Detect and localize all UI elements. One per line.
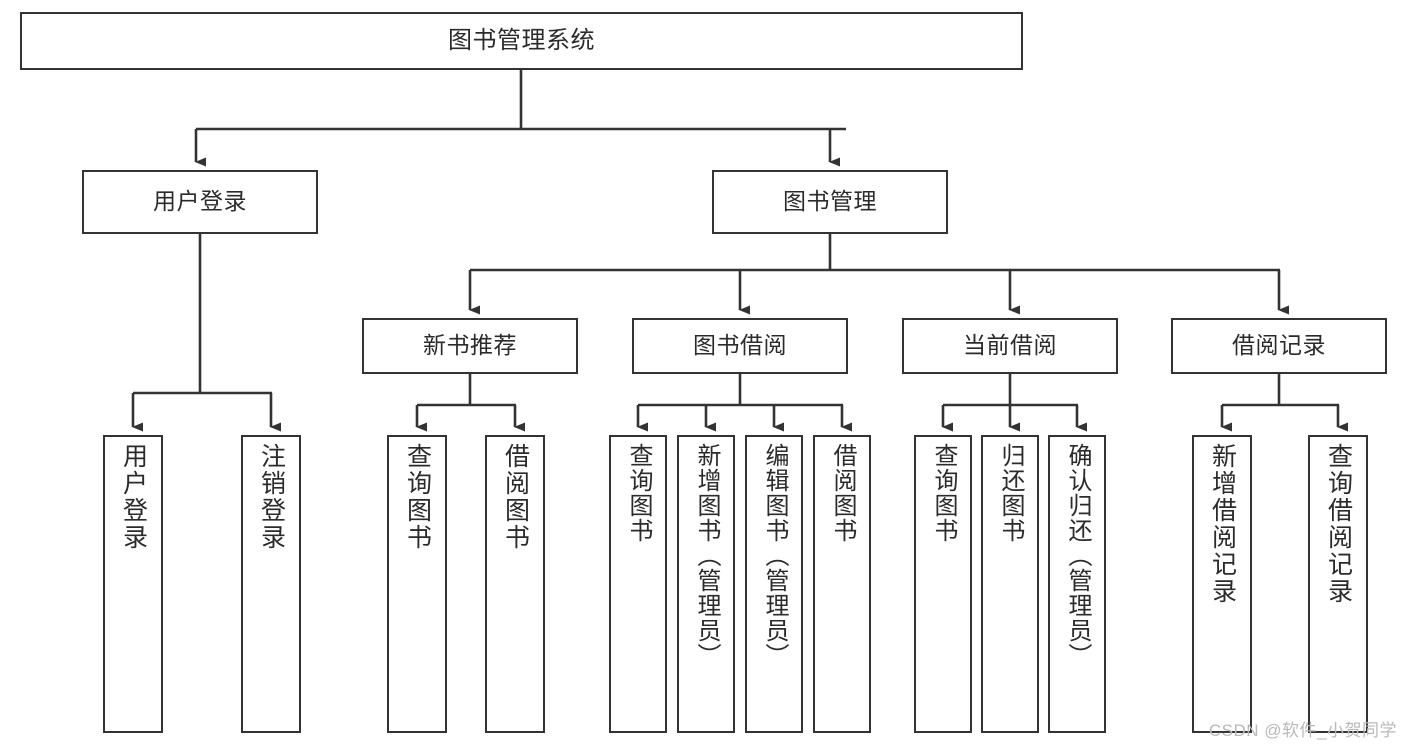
node-leaf-edit-book-label: 编辑图书（管理员） bbox=[761, 443, 788, 668]
node-leaf-return-book-label: 归还图书 bbox=[997, 443, 1024, 543]
node-book-borrow-label: 图书借阅 bbox=[693, 332, 787, 359]
node-root-label: 图书管理系统 bbox=[448, 26, 595, 54]
node-leaf-query-book-1-label: 查询图书 bbox=[403, 443, 432, 551]
node-leaf-add-book-label: 新增图书（管理员） bbox=[693, 443, 720, 668]
node-leaf-query-book-3[interactable]: 查询图书 bbox=[914, 435, 972, 733]
node-current-borrow-label: 当前借阅 bbox=[963, 332, 1057, 359]
node-leaf-add-book[interactable]: 新增图书（管理员） bbox=[677, 435, 735, 733]
node-leaf-query-book-3-label: 查询图书 bbox=[930, 443, 957, 543]
node-leaf-user-login-label: 用户登录 bbox=[119, 443, 148, 551]
watermark-text: CSDN @软件_小贺同学 bbox=[1208, 721, 1397, 740]
node-leaf-edit-book[interactable]: 编辑图书（管理员） bbox=[745, 435, 803, 733]
node-leaf-confirm-return-label: 确认归还（管理员） bbox=[1064, 443, 1091, 668]
node-leaf-borrow-book-2[interactable]: 借阅图书 bbox=[813, 435, 871, 733]
node-leaf-query-book-1[interactable]: 查询图书 bbox=[387, 435, 447, 733]
node-new-book-recommend[interactable]: 新书推荐 bbox=[362, 318, 578, 374]
node-leaf-query-book-2[interactable]: 查询图书 bbox=[609, 435, 667, 733]
node-user-login-label: 用户登录 bbox=[153, 188, 247, 215]
node-root[interactable]: 图书管理系统 bbox=[20, 12, 1023, 70]
node-leaf-borrow-book-2-label: 借阅图书 bbox=[829, 443, 856, 543]
node-current-borrow[interactable]: 当前借阅 bbox=[902, 318, 1118, 374]
node-book-manage-label: 图书管理 bbox=[783, 188, 877, 215]
node-borrow-record[interactable]: 借阅记录 bbox=[1171, 318, 1387, 374]
node-leaf-query-record[interactable]: 查询借阅记录 bbox=[1308, 435, 1368, 733]
node-leaf-borrow-book-1-label: 借阅图书 bbox=[501, 443, 530, 551]
node-leaf-add-record[interactable]: 新增借阅记录 bbox=[1192, 435, 1252, 733]
node-leaf-query-record-label: 查询借阅记录 bbox=[1324, 443, 1353, 605]
node-new-book-recommend-label: 新书推荐 bbox=[423, 332, 517, 359]
node-leaf-borrow-book-1[interactable]: 借阅图书 bbox=[485, 435, 545, 733]
node-leaf-confirm-return[interactable]: 确认归还（管理员） bbox=[1048, 435, 1106, 733]
node-leaf-logout[interactable]: 注销登录 bbox=[241, 435, 301, 733]
node-leaf-return-book[interactable]: 归还图书 bbox=[981, 435, 1039, 733]
node-user-login[interactable]: 用户登录 bbox=[82, 170, 318, 234]
node-leaf-query-book-2-label: 查询图书 bbox=[625, 443, 652, 543]
node-book-manage[interactable]: 图书管理 bbox=[712, 170, 948, 234]
node-leaf-logout-label: 注销登录 bbox=[257, 443, 286, 551]
node-leaf-add-record-label: 新增借阅记录 bbox=[1208, 443, 1237, 605]
node-leaf-user-login[interactable]: 用户登录 bbox=[103, 435, 163, 733]
node-borrow-record-label: 借阅记录 bbox=[1232, 332, 1326, 359]
node-book-borrow[interactable]: 图书借阅 bbox=[632, 318, 848, 374]
